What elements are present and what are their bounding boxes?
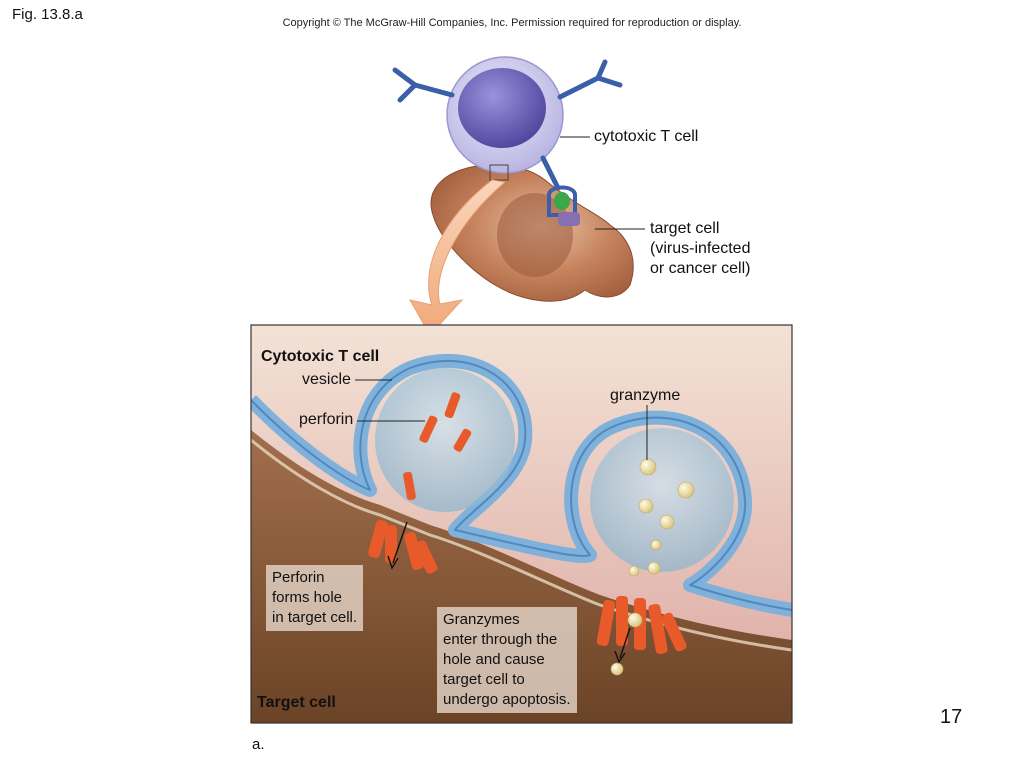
perforin-label: perforin xyxy=(299,411,354,428)
detail-tcell-title: Cytotoxic T cell xyxy=(261,348,380,365)
granzyme-caption-line-1: Granzymes xyxy=(443,611,520,628)
figure-label: Fig. 13.8.a xyxy=(12,6,83,23)
receptor-bound xyxy=(540,155,580,226)
target-membrane xyxy=(251,438,792,652)
zoom-arrow xyxy=(409,179,507,336)
perforin-caption-line-2: forms hole xyxy=(272,589,343,606)
target-label-line-1: target cell xyxy=(650,220,720,237)
part-label: a. xyxy=(252,736,265,753)
granzyme-granules xyxy=(610,458,695,676)
granzyme-caption-line-2: enter through the xyxy=(443,631,558,648)
tcell-shape xyxy=(446,56,564,174)
receptor-right xyxy=(557,59,623,100)
perforin-molecules xyxy=(403,392,472,501)
movement-arrows xyxy=(387,521,631,664)
receptor-left xyxy=(392,67,455,103)
granzyme-caption: Granzymes enter through the hole and cau… xyxy=(437,607,577,713)
zoom-region-box xyxy=(489,164,509,181)
tcell-label: cytotoxic T cell xyxy=(594,128,699,145)
target-label-line-3: or cancer cell) xyxy=(650,260,751,277)
perforin-pore-left xyxy=(368,519,438,574)
perforin-pore-right xyxy=(596,596,687,655)
granzyme-caption-line-3: hole and cause xyxy=(443,651,545,668)
granzyme-caption-line-4: target cell to xyxy=(443,671,525,688)
granzyme-vesicle xyxy=(590,428,734,572)
detail-panel-border xyxy=(250,324,793,724)
detail-leader-lines xyxy=(355,379,648,460)
perforin-vesicle xyxy=(375,368,515,512)
perforin-caption-line-1: Perforin xyxy=(272,569,325,586)
granzyme-caption-line-5: undergo apoptosis. xyxy=(443,691,571,708)
granzyme-label: granzyme xyxy=(610,387,681,404)
perforin-caption: Perforin forms hole in target cell. xyxy=(266,565,364,631)
copyright-notice: Copyright © The McGraw-Hill Companies, I… xyxy=(282,17,742,29)
target-label-line-2: (virus-infected xyxy=(650,240,751,257)
detail-target-title: Target cell xyxy=(257,694,336,711)
perforin-caption-line-3: in target cell. xyxy=(272,609,358,626)
vesicle-label: vesicle xyxy=(302,371,351,388)
page-number: 17 xyxy=(940,706,963,728)
antigen-icon xyxy=(554,192,570,210)
